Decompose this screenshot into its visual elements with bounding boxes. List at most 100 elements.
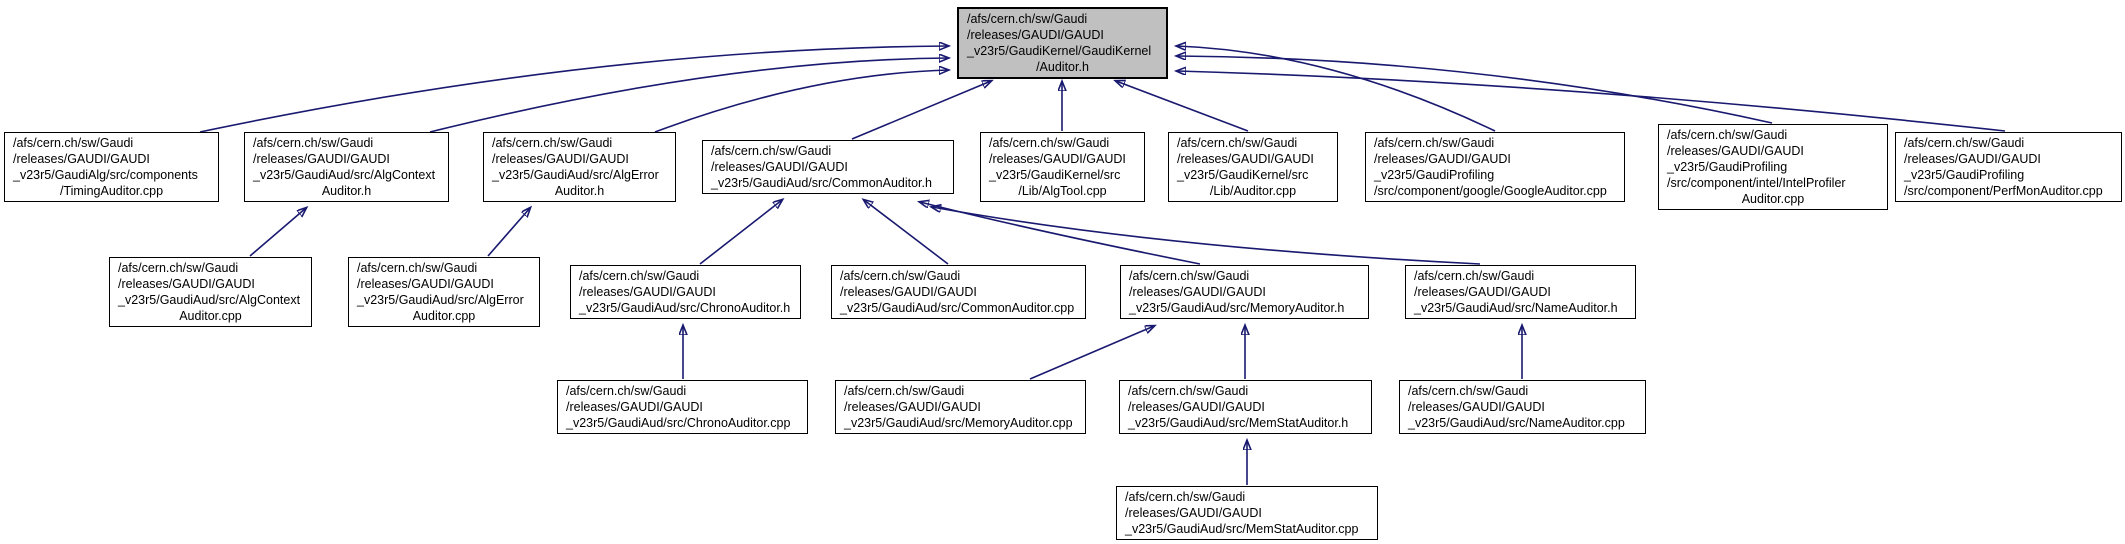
node-label-line: _v23r5/GaudiAud/src/MemStatAuditor.cpp (1125, 522, 1359, 536)
node-chrono-auditor-h[interactable]: /afs/cern.ch/sw/Gaudi /releases/GAUDI/GA… (570, 265, 801, 319)
node-label-line: /releases/GAUDI/GAUDI (1177, 152, 1314, 166)
node-timing-auditor-cpp[interactable]: /afs/cern.ch/sw/Gaudi /releases/GAUDI/GA… (4, 132, 219, 202)
node-label-line: _v23r5/GaudiAud/src/NameAuditor.cpp (1408, 416, 1625, 430)
node-name-auditor-h[interactable]: /afs/cern.ch/sw/Gaudi /releases/GAUDI/GA… (1405, 265, 1636, 319)
node-label-line: /src/component/PerfMonAuditor.cpp (1904, 184, 2103, 198)
node-label-line: /TimingAuditor.cpp (59, 184, 164, 198)
node-alg-error-auditor-cpp[interactable]: /afs/cern.ch/sw/Gaudi /releases/GAUDI/GA… (348, 257, 540, 327)
node-label-line: _v23r5/GaudiAlg/src/components (13, 168, 198, 182)
node-label-line: _v23r5/GaudiKernel/src (1177, 168, 1309, 182)
node-label-line: _v23r5/GaudiAud/src/AlgError (492, 168, 659, 182)
node-perf-mon-auditor-cpp[interactable]: /afs/cern.ch/sw/Gaudi /releases/GAUDI/GA… (1895, 132, 2122, 202)
node-intel-profiler-auditor-cpp[interactable]: /afs/cern.ch/sw/Gaudi /releases/GAUDI/GA… (1658, 124, 1888, 210)
node-label-line: _v23r5/GaudiProfiling (1904, 168, 2025, 182)
node-label-line: /afs/cern.ch/sw/Gaudi (253, 136, 374, 150)
node-label-line: /releases/GAUDI/GAUDI (1125, 506, 1262, 520)
node-label-line: /src/component/intel/IntelProfiler (1667, 176, 1846, 190)
node-label-line: /releases/GAUDI/GAUDI (1129, 285, 1266, 299)
edge-alg-error-auditor-h-to-auditor-h (654, 70, 948, 133)
node-label-line: /afs/cern.ch/sw/Gaudi (13, 136, 134, 150)
node-label-line: /releases/GAUDI/GAUDI (989, 152, 1126, 166)
node-label-line: /afs/cern.ch/sw/Gaudi (844, 384, 965, 398)
node-auditor-h[interactable]: /afs/cern.ch/sw/Gaudi /releases/GAUDI/GA… (957, 7, 1168, 79)
node-label-line: _v23r5/GaudiProfiling (1374, 168, 1495, 182)
edge-timing-auditor-cpp-to-auditor-h (199, 46, 948, 133)
node-label-line: /afs/cern.ch/sw/Gaudi (1414, 269, 1535, 283)
node-label-line: _v23r5/GaudiAud/src/ChronoAuditor.h (579, 301, 791, 315)
node-label-line: _v23r5/GaudiAud/src/MemoryAuditor.cpp (844, 416, 1073, 430)
edge-memory-auditor-cpp-to-memory-auditor-h (1029, 326, 1154, 380)
node-auditor-cpp[interactable]: /afs/cern.ch/sw/Gaudi /releases/GAUDI/GA… (1168, 132, 1338, 202)
node-label-line: _v23r5/GaudiAud/src/MemoryAuditor.h (1129, 301, 1345, 315)
node-label-line: /releases/GAUDI/GAUDI (579, 285, 716, 299)
node-google-auditor-cpp[interactable]: /afs/cern.ch/sw/Gaudi /releases/GAUDI/GA… (1365, 132, 1625, 202)
node-label-line: /releases/GAUDI/GAUDI (492, 152, 629, 166)
edge-memory-auditor-h-to-common-auditor-h (920, 202, 1201, 265)
node-label-line: _v23r5/GaudiAud/src/CommonAuditor.h (711, 176, 932, 190)
node-common-auditor-cpp[interactable]: /afs/cern.ch/sw/Gaudi /releases/GAUDI/GA… (831, 265, 1086, 319)
node-alg-tool-cpp[interactable]: /afs/cern.ch/sw/Gaudi /releases/GAUDI/GA… (980, 132, 1145, 202)
node-label-line: /releases/GAUDI/GAUDI (844, 400, 981, 414)
node-label-line: /afs/cern.ch/sw/Gaudi (1408, 384, 1529, 398)
edge-common-auditor-h-to-auditor-h (851, 81, 991, 140)
node-label-line: /afs/cern.ch/sw/Gaudi (967, 12, 1088, 26)
node-label-line: _v23r5/GaudiAud/src/AlgContext (253, 168, 436, 182)
node-label-line: /afs/cern.ch/sw/Gaudi (1374, 136, 1495, 150)
node-label-line: /releases/GAUDI/GAUDI (566, 400, 703, 414)
node-name-auditor-cpp[interactable]: /afs/cern.ch/sw/Gaudi /releases/GAUDI/GA… (1399, 380, 1646, 434)
node-alg-error-auditor-h[interactable]: /afs/cern.ch/sw/Gaudi /releases/GAUDI/GA… (483, 132, 676, 202)
node-label-line: /afs/cern.ch/sw/Gaudi (840, 269, 961, 283)
node-mem-stat-auditor-cpp[interactable]: /afs/cern.ch/sw/Gaudi /releases/GAUDI/GA… (1116, 486, 1378, 540)
node-label-line: /Lib/AlgTool.cpp (1018, 184, 1107, 198)
node-label-line: /afs/cern.ch/sw/Gaudi (357, 261, 478, 275)
node-label-line: /releases/GAUDI/GAUDI (1128, 400, 1265, 414)
edge-auditor-cpp-to-auditor-h (1116, 81, 1249, 132)
node-label-line: Auditor.h (554, 184, 605, 198)
node-label-line: _v23r5/GaudiKernel/GaudiKernel (967, 44, 1152, 58)
node-label-line: /releases/GAUDI/GAUDI (840, 285, 977, 299)
node-label-line: /releases/GAUDI/GAUDI (1667, 144, 1804, 158)
node-label-line: /Lib/Auditor.cpp (1209, 184, 1297, 198)
node-label-line: /afs/cern.ch/sw/Gaudi (492, 136, 613, 150)
edge-alg-error-auditor-cpp-to-alg-error-auditor-h (487, 208, 530, 257)
node-label-line: /afs/cern.ch/sw/Gaudi (1128, 384, 1249, 398)
node-common-auditor-h[interactable]: /afs/cern.ch/sw/Gaudi /releases/GAUDI/GA… (702, 140, 954, 194)
edge-alg-context-auditor-h-to-auditor-h (429, 58, 948, 133)
node-memory-auditor-cpp[interactable]: /afs/cern.ch/sw/Gaudi /releases/GAUDI/GA… (835, 380, 1086, 434)
node-label-line: /afs/cern.ch/sw/Gaudi (1129, 269, 1250, 283)
node-label-line: Auditor.h (321, 184, 372, 198)
edge-chrono-auditor-h-to-common-auditor-h (699, 200, 782, 265)
node-label-line: /afs/cern.ch/sw/Gaudi (711, 144, 832, 158)
node-label-line: _v23r5/GaudiAud/src/MemStatAuditor.h (1128, 416, 1349, 430)
node-memory-auditor-h[interactable]: /afs/cern.ch/sw/Gaudi /releases/GAUDI/GA… (1120, 265, 1369, 319)
node-label-line: _v23r5/GaudiAud/src/NameAuditor.h (1414, 301, 1618, 315)
node-label-line: /releases/GAUDI/GAUDI (118, 277, 255, 291)
node-label-line: /afs/cern.ch/sw/Gaudi (1904, 136, 2025, 150)
node-chrono-auditor-cpp[interactable]: /afs/cern.ch/sw/Gaudi /releases/GAUDI/GA… (557, 380, 808, 434)
node-label-line: _v23r5/GaudiAud/src/AlgContext (118, 293, 301, 307)
node-label-line: Auditor.cpp (412, 309, 476, 323)
node-label-line: _v23r5/GaudiProfiling (1667, 160, 1788, 174)
edge-intel-profiler-auditor-cpp-to-auditor-h (1177, 56, 1773, 124)
node-mem-stat-auditor-h[interactable]: /afs/cern.ch/sw/Gaudi /releases/GAUDI/GA… (1119, 380, 1372, 434)
node-alg-context-auditor-cpp[interactable]: /afs/cern.ch/sw/Gaudi /releases/GAUDI/GA… (109, 257, 312, 327)
node-label-line: /afs/cern.ch/sw/Gaudi (1125, 490, 1246, 504)
edge-alg-context-auditor-cpp-to-alg-context-auditor-h (249, 208, 306, 257)
edge-common-auditor-cpp-to-common-auditor-h (864, 200, 949, 265)
node-label-line: /afs/cern.ch/sw/Gaudi (1667, 128, 1788, 142)
node-label-line: _v23r5/GaudiAud/src/CommonAuditor.cpp (840, 301, 1075, 315)
node-alg-context-auditor-h[interactable]: /afs/cern.ch/sw/Gaudi /releases/GAUDI/GA… (244, 132, 449, 202)
node-label-line: Auditor.cpp (1741, 192, 1805, 206)
node-label-line: /src/component/google/GoogleAuditor.cpp (1374, 184, 1607, 198)
node-label-line: _v23r5/GaudiKernel/src (989, 168, 1121, 182)
node-label-line: _v23r5/GaudiAud/src/ChronoAuditor.cpp (566, 416, 791, 430)
edge-google-auditor-cpp-to-auditor-h (1177, 46, 1496, 132)
node-label-line: /afs/cern.ch/sw/Gaudi (579, 269, 700, 283)
node-label-line: /releases/GAUDI/GAUDI (1408, 400, 1545, 414)
edge-name-auditor-h-to-common-auditor-h (932, 207, 1481, 265)
edge-perf-mon-auditor-cpp-to-auditor-h (1177, 71, 2006, 132)
node-label-line: /releases/GAUDI/GAUDI (1904, 152, 2041, 166)
node-label-line: /afs/cern.ch/sw/Gaudi (1177, 136, 1298, 150)
node-label-line: /releases/GAUDI/GAUDI (1374, 152, 1511, 166)
